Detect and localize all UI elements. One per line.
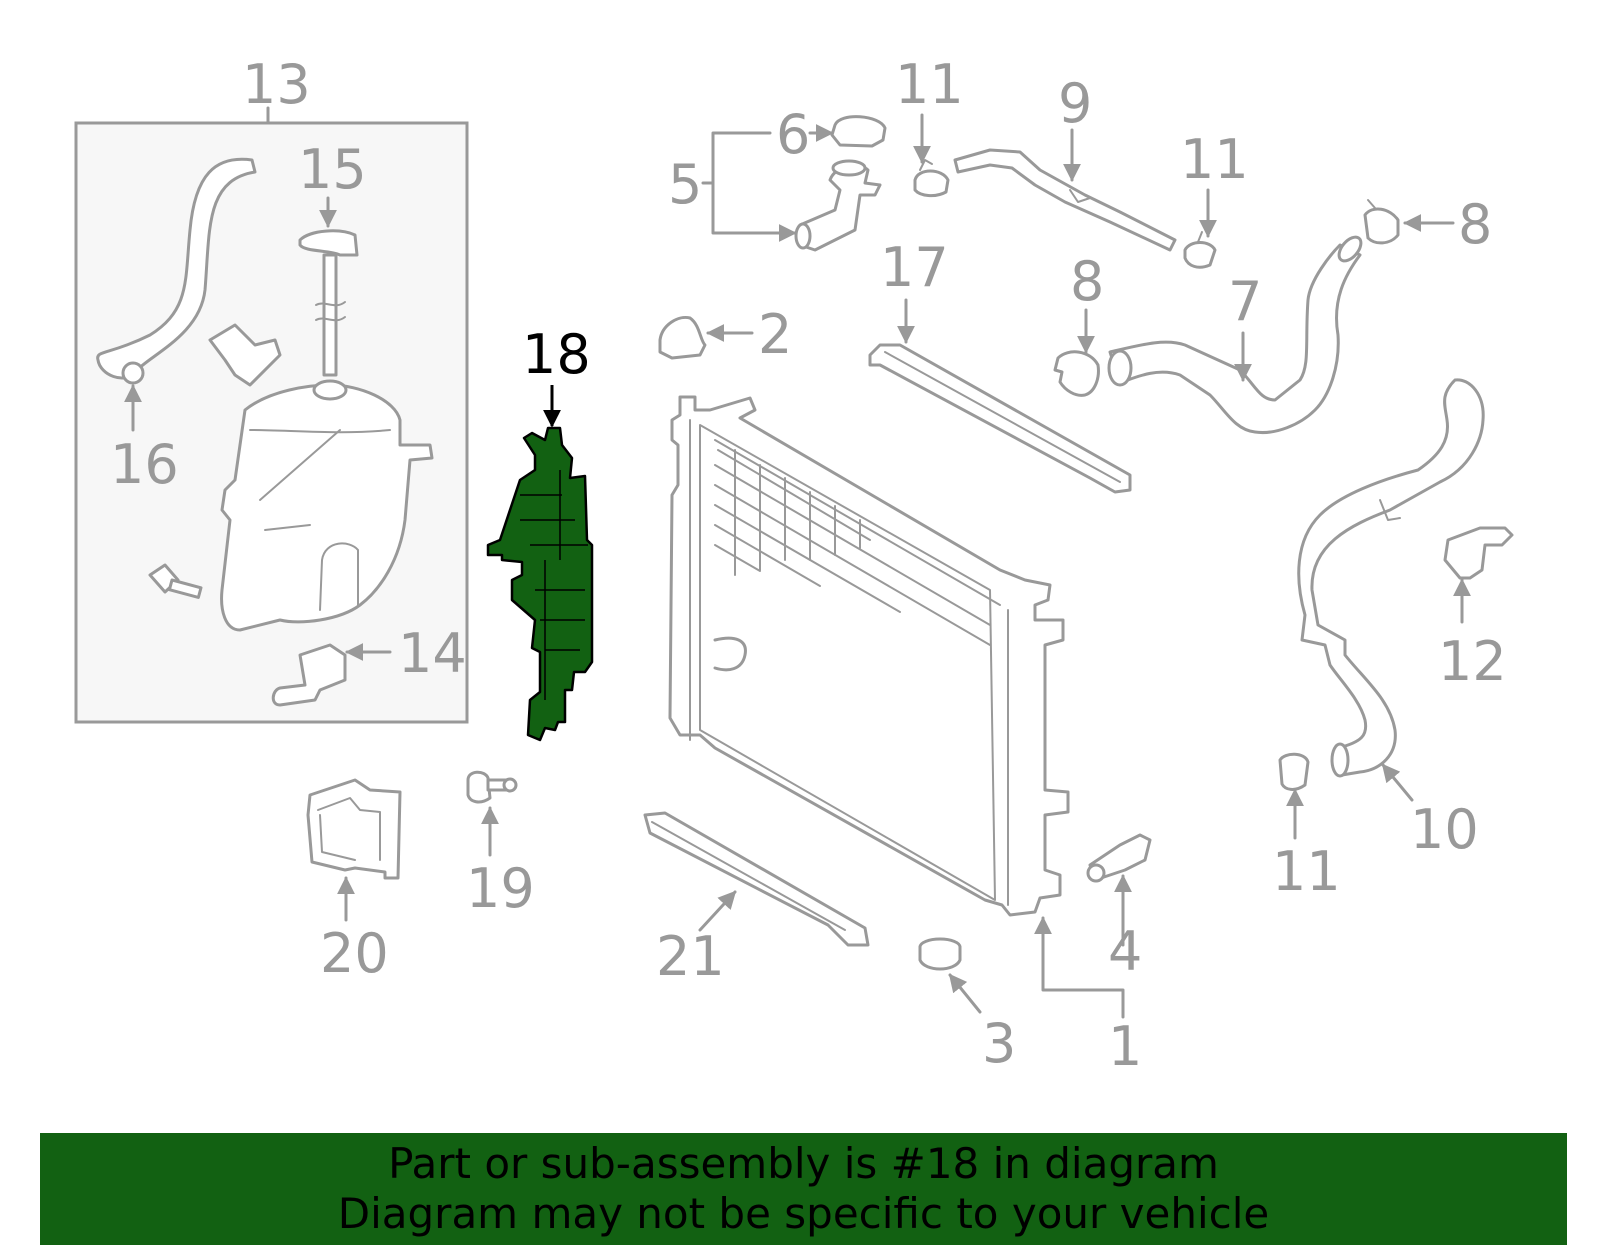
banner-line-1: Part or sub-assembly is #18 in diagram [388, 1139, 1219, 1188]
air-guide-18-highlighted [486, 426, 594, 742]
callout-1: 1 [1108, 1015, 1142, 1078]
callout-3: 3 [982, 1012, 1016, 1075]
callout-6: 6 [776, 103, 810, 166]
leader-lines [124, 113, 1471, 1019]
callout-11-top: 11 [895, 53, 964, 116]
callout-17: 17 [880, 236, 949, 299]
callout-labels: 13 15 16 14 18 19 20 21 5 6 11 9 11 17 2… [110, 53, 1507, 1078]
callout-16: 16 [110, 433, 179, 496]
radiator-cap-2 [658, 315, 707, 360]
reservoir-cap-15 [298, 229, 359, 377]
clamp-11-bottom [1278, 752, 1310, 791]
callout-21: 21 [656, 925, 725, 988]
clamp-11-right [1183, 231, 1217, 269]
upper-seal-17 [868, 343, 1132, 494]
callout-19: 19 [466, 857, 535, 920]
bracket-14 [271, 643, 347, 707]
bracket-20 [306, 778, 402, 880]
callout-11-right: 11 [1180, 128, 1249, 191]
callout-20: 20 [320, 922, 389, 985]
callout-14: 14 [398, 622, 467, 685]
bracket-12 [1443, 526, 1514, 580]
clamp-8-left [1053, 350, 1100, 397]
filler-cap-6 [830, 115, 887, 148]
lower-seal-21 [643, 811, 870, 947]
banner-line-2: Diagram may not be specific to your vehi… [337, 1189, 1270, 1238]
insulator-3 [918, 937, 962, 971]
callout-7: 7 [1228, 270, 1262, 333]
reservoir-tank [220, 379, 434, 632]
clamp-11-top [913, 159, 950, 198]
clamp-8-right [1363, 199, 1400, 245]
hose-9 [953, 148, 1177, 252]
filler-neck-5 [794, 159, 882, 252]
callout-11-bottom: 11 [1272, 840, 1341, 903]
callout-13: 13 [242, 53, 311, 116]
callout-10: 10 [1410, 798, 1479, 861]
radiator-1 [668, 395, 1070, 917]
push-pin-19 [466, 770, 518, 804]
reservoir-bracket [208, 323, 282, 387]
callout-12: 12 [1438, 630, 1507, 693]
callout-2: 2 [758, 303, 792, 366]
reservoir-hose-16 [96, 157, 257, 385]
callout-9: 9 [1058, 72, 1092, 135]
callout-5: 5 [668, 153, 702, 216]
callout-8-right: 8 [1458, 193, 1492, 256]
upper-hose-7 [1107, 235, 1363, 435]
radiator-core-grid [714, 449, 991, 646]
callout-18: 18 [522, 323, 591, 386]
drain-cock-4 [1086, 833, 1152, 883]
info-banner: Part or sub-assembly is #18 in diagram D… [40, 1133, 1567, 1245]
callout-8-left: 8 [1070, 250, 1104, 313]
callout-15: 15 [298, 138, 367, 201]
bolt [148, 563, 203, 599]
callout-4: 4 [1108, 920, 1142, 983]
lower-hose-10 [1297, 378, 1485, 778]
